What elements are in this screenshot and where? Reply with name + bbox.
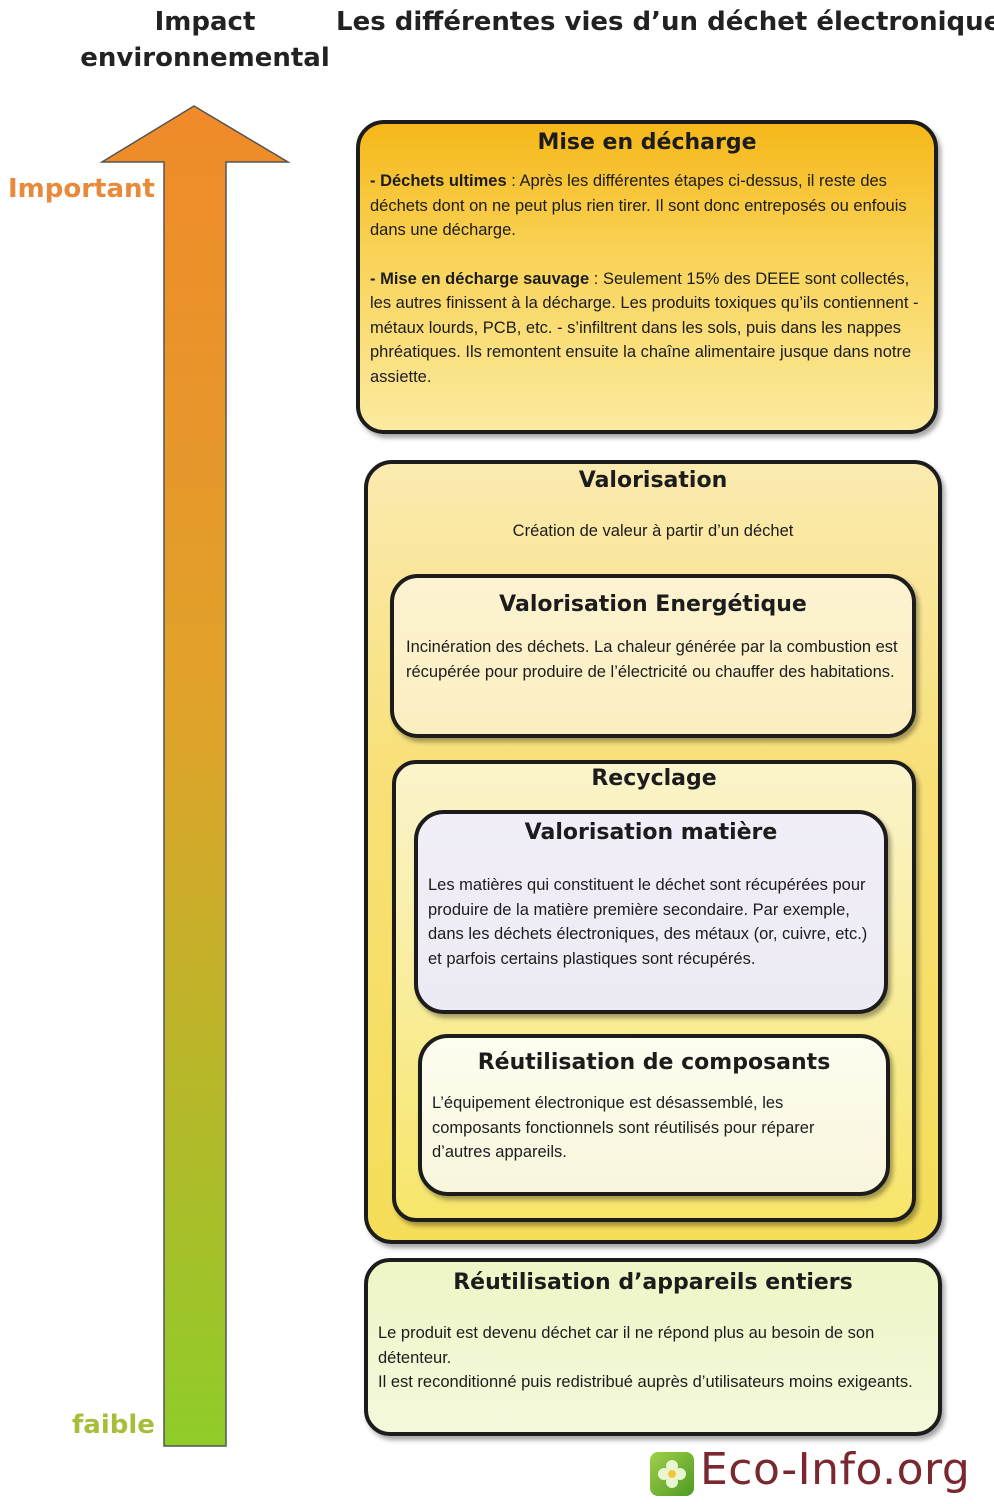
landfill-item-ultimate-text: : Après les différentes étapes ci-dessus… xyxy=(370,172,907,239)
landfill-item-wild-text: : Seulement 15% des DEEE sont collectés,… xyxy=(370,269,919,386)
impact-low-label: faible xyxy=(72,1410,155,1440)
impact-high-label: Important xyxy=(8,174,155,204)
component-reuse-text: L’équipement électronique est désassembl… xyxy=(432,1094,815,1161)
energy-recovery-text: Incinération des déchets. La chaleur gén… xyxy=(406,638,898,681)
landfill-box: Mise en décharge - Déchets ultimes : Apr… xyxy=(356,120,938,434)
energy-recovery-box: Valorisation Energétique Incinération de… xyxy=(390,574,916,738)
flower-icon xyxy=(650,1452,694,1496)
landfill-item-ultimate: - Déchets ultimes : Après les différente… xyxy=(370,169,924,243)
device-reuse-box: Réutilisation d’appareils entiers Le pro… xyxy=(364,1258,942,1436)
device-reuse-text-2: Il est reconditionné puis redistribué au… xyxy=(378,1373,913,1391)
device-reuse-title: Réutilisation d’appareils entiers xyxy=(453,1270,853,1295)
energy-recovery-title: Valorisation Energétique xyxy=(499,592,807,617)
material-recovery-text: Les matières qui constituent le déchet s… xyxy=(428,876,868,968)
component-reuse-title: Réutilisation de composants xyxy=(477,1050,831,1075)
impact-arrow xyxy=(99,105,291,1447)
recovery-subtitle: Création de valeur à partir d’un déchet xyxy=(512,522,794,540)
arrow-shape xyxy=(99,105,291,1447)
device-reuse-text-1: Le produit est devenu déchet car il ne r… xyxy=(378,1324,875,1367)
material-recovery-box: Valorisation matière Les matières qui co… xyxy=(414,810,888,1014)
logo-text: Eco-Info.org xyxy=(700,1444,971,1495)
axis-title: Impact environnemental xyxy=(80,7,330,73)
material-recovery-title: Valorisation matière xyxy=(524,820,778,845)
component-reuse-box: Réutilisation de composants L’équipement… xyxy=(418,1034,890,1196)
landfill-item-ultimate-term: - Déchets ultimes xyxy=(370,172,507,190)
recycling-title: Recyclage xyxy=(591,766,717,791)
landfill-item-wild: - Mise en décharge sauvage : Seulement 1… xyxy=(370,267,924,390)
page-title: Les différentes vies d’un déchet électro… xyxy=(336,7,994,37)
landfill-title: Mise en décharge xyxy=(537,130,757,155)
recovery-title: Valorisation xyxy=(578,468,728,493)
landfill-item-wild-term: - Mise en décharge sauvage xyxy=(370,269,590,288)
eco-info-logo: Eco-Info.org xyxy=(648,1444,988,1502)
